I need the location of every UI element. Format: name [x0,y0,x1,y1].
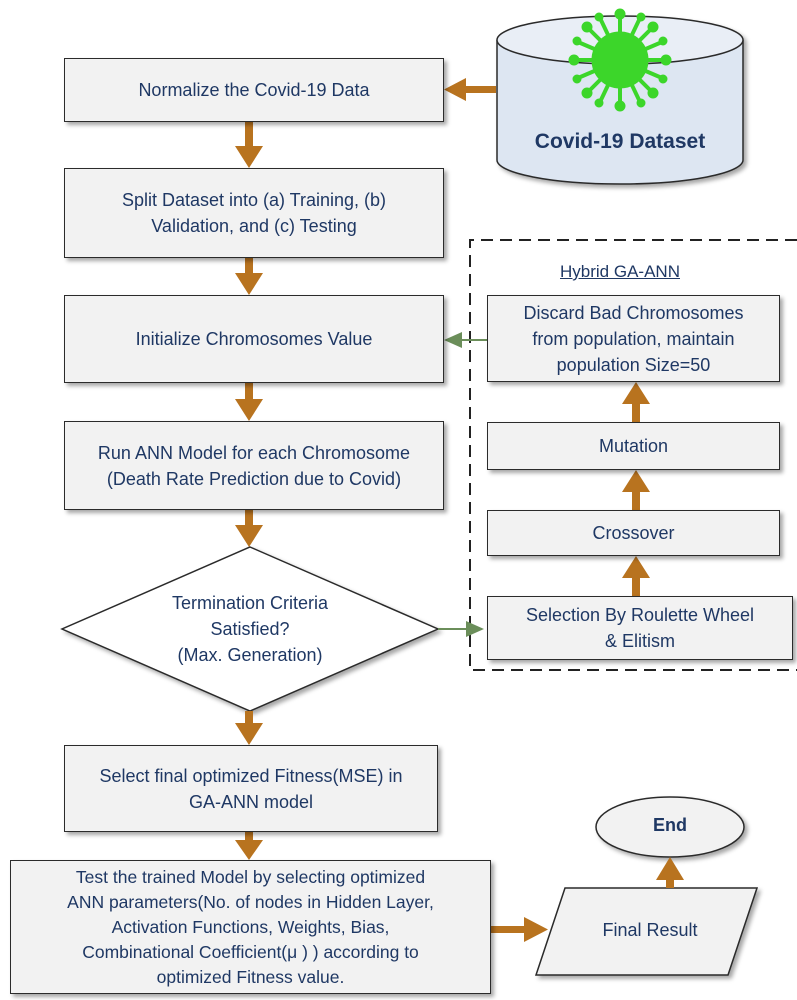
mutation-box: Mutation [487,422,780,470]
normalize-box: Normalize the Covid-19 Data [64,58,444,122]
test-model-box: Test the trained Model by selecting opti… [10,860,491,994]
connector-lines [438,332,487,637]
final-result-parallelogram [534,887,759,976]
termination-label: Termination Criteria Satisfied? (Max. Ge… [171,593,329,665]
virus-icon [568,8,672,112]
initialize-box: Initialize Chromosomes Value [64,295,444,383]
hybrid-region-border [469,239,797,671]
crossover-box: Crossover [487,510,780,556]
flow-arrows [235,78,684,942]
final-result-label: Final Result [602,920,698,940]
selection-box: Selection By Roulette Wheel & Elitism [487,596,793,660]
end-label: End [653,815,687,835]
run-ann-box: Run ANN Model for each Chromosome (Death… [64,421,444,510]
select-final-box: Select final optimized Fitness(MSE) in G… [64,745,438,832]
discard-box: Discard Bad Chromosomes from population,… [487,295,780,382]
split-box: Split Dataset into (a) Training, (b) Val… [64,168,444,258]
dataset-label: Covid-19 Dataset [534,130,706,153]
hybrid-title: Hybrid GA-ANN [560,262,680,281]
